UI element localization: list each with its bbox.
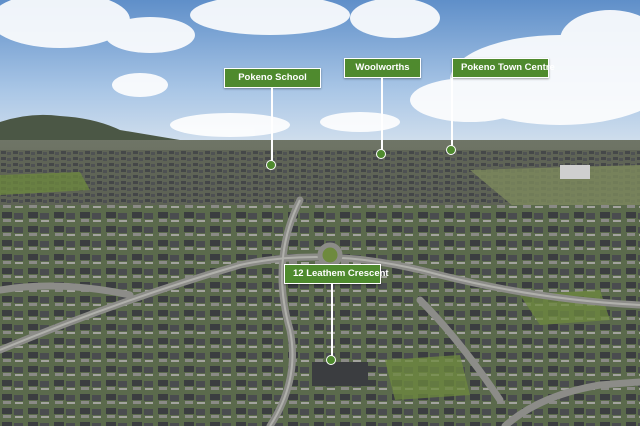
callout-label-woolworths: Woolworths	[344, 58, 421, 78]
callout-marker-pokeno-school	[266, 160, 276, 170]
callout-label-pokeno-town-centre: Pokeno Town Centre	[452, 58, 555, 78]
callout-line-woolworths	[381, 78, 383, 150]
callout-label-property: 12 Leathem Crescent	[284, 264, 389, 284]
callout-marker-woolworths	[376, 149, 386, 159]
callout-line-property	[331, 284, 333, 357]
callout-line-pokeno-school	[271, 88, 273, 161]
callout-marker-pokeno-town-centre	[446, 145, 456, 155]
callout-marker-property	[326, 355, 336, 365]
callout-label-pokeno-school: Pokeno School	[224, 68, 321, 88]
callout-line-pokeno-town-centre	[451, 78, 453, 146]
